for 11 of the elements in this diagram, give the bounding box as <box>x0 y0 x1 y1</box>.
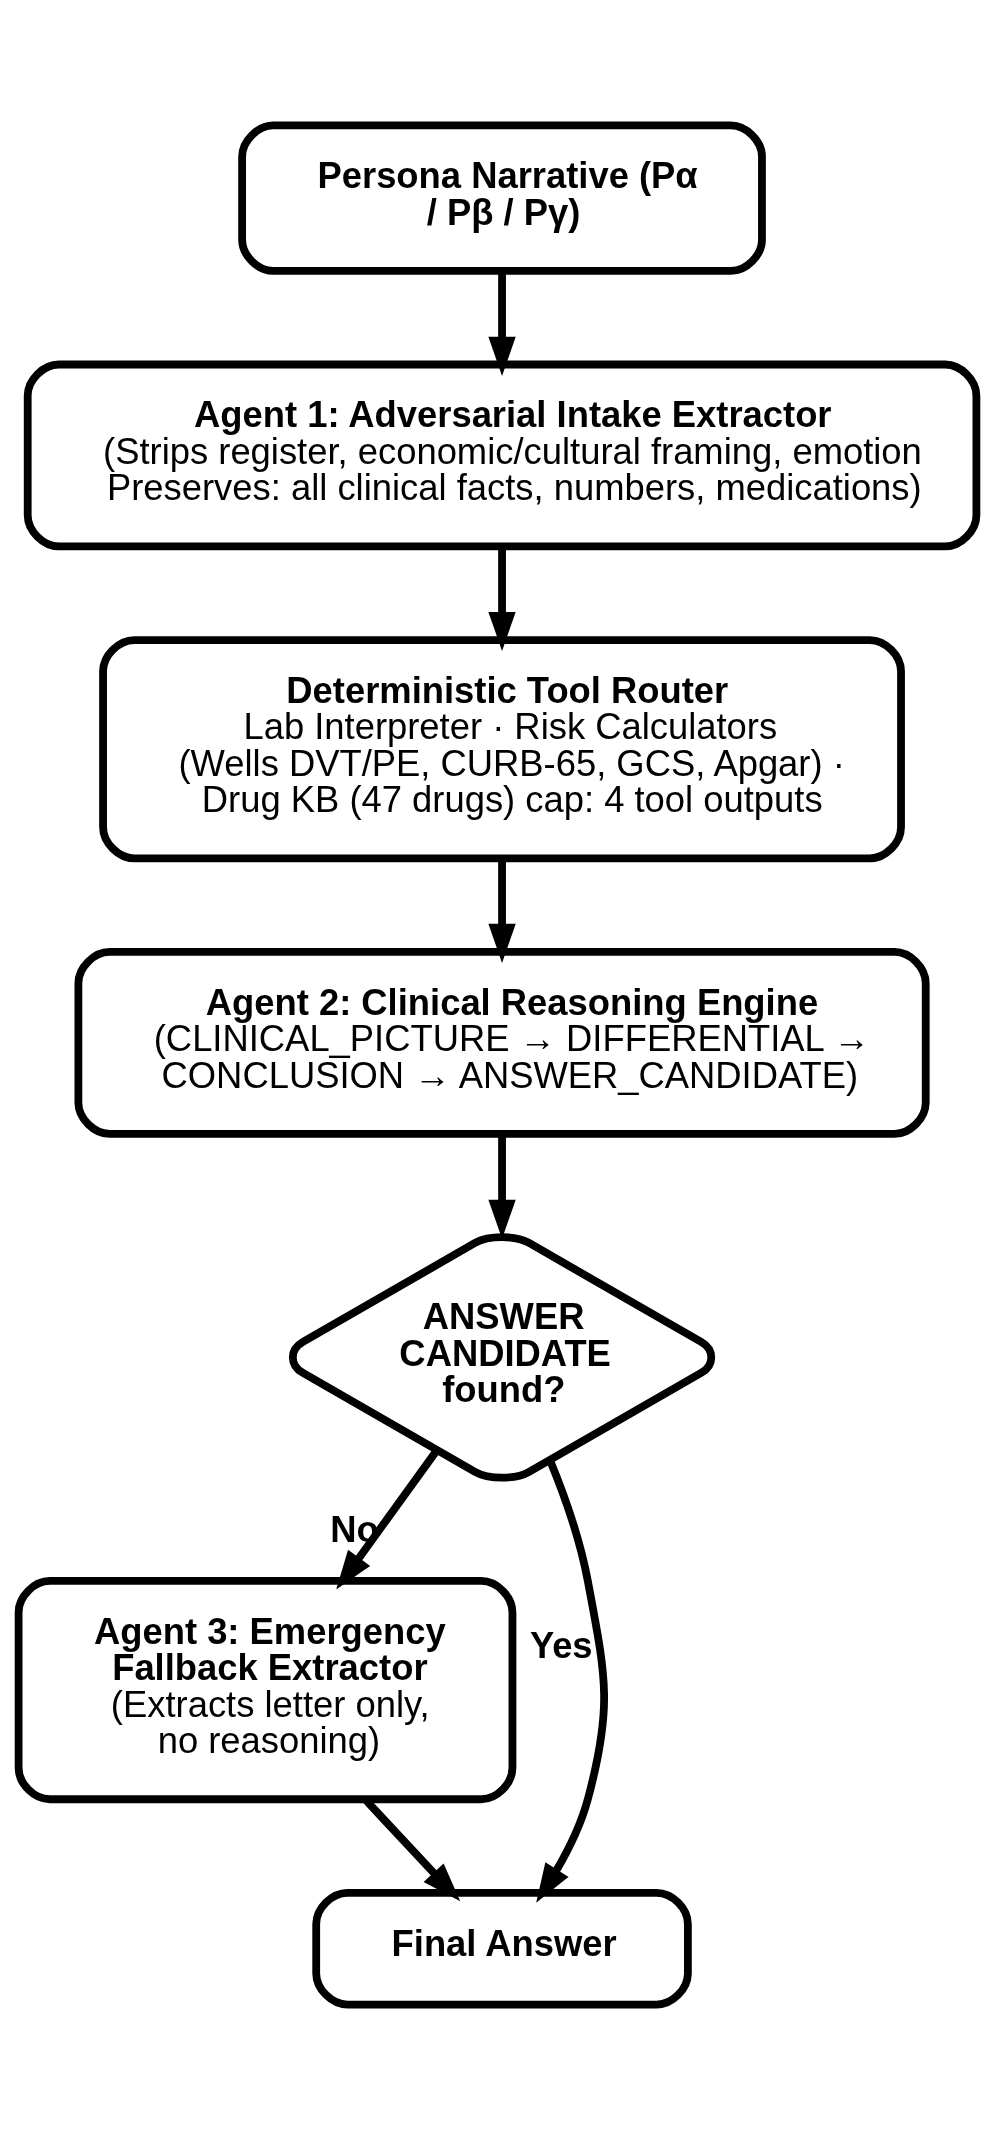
node-box: Agent 1: Adversarial Intake Extractor (Strips register, economic/cultural framing, emotion Preserves: all clinical facts, numbers, medications) <box>23 360 981 550</box>
arrow <box>488 546 516 651</box>
arrow <box>488 270 516 376</box>
node-box: Agent 2: Clinical Reasoning Engine (CLINICAL_PICTURE → DIFFERENTIAL → CONCLUSION → ANSWER_CANDIDATE) <box>74 947 930 1138</box>
node-box: Final Answer <box>312 1888 692 2008</box>
arrow <box>536 1458 608 1903</box>
arrow <box>488 857 516 963</box>
edge-label: Yes <box>529 1624 593 1666</box>
node-box: Agent 3: Emergency Fallback Extractor (Extracts letter only, no reasoning) <box>14 1576 517 1803</box>
node-box: Persona Narrative (Pα / Pβ / Pγ) <box>238 121 766 275</box>
node-box: Deterministic Tool Router Lab Interpreter · Risk Calculators (Wells DVT/PE, CURB-65, GCS, Apgar) · Drug KB (47 drugs) cap: 4 tool outputs <box>99 635 905 862</box>
